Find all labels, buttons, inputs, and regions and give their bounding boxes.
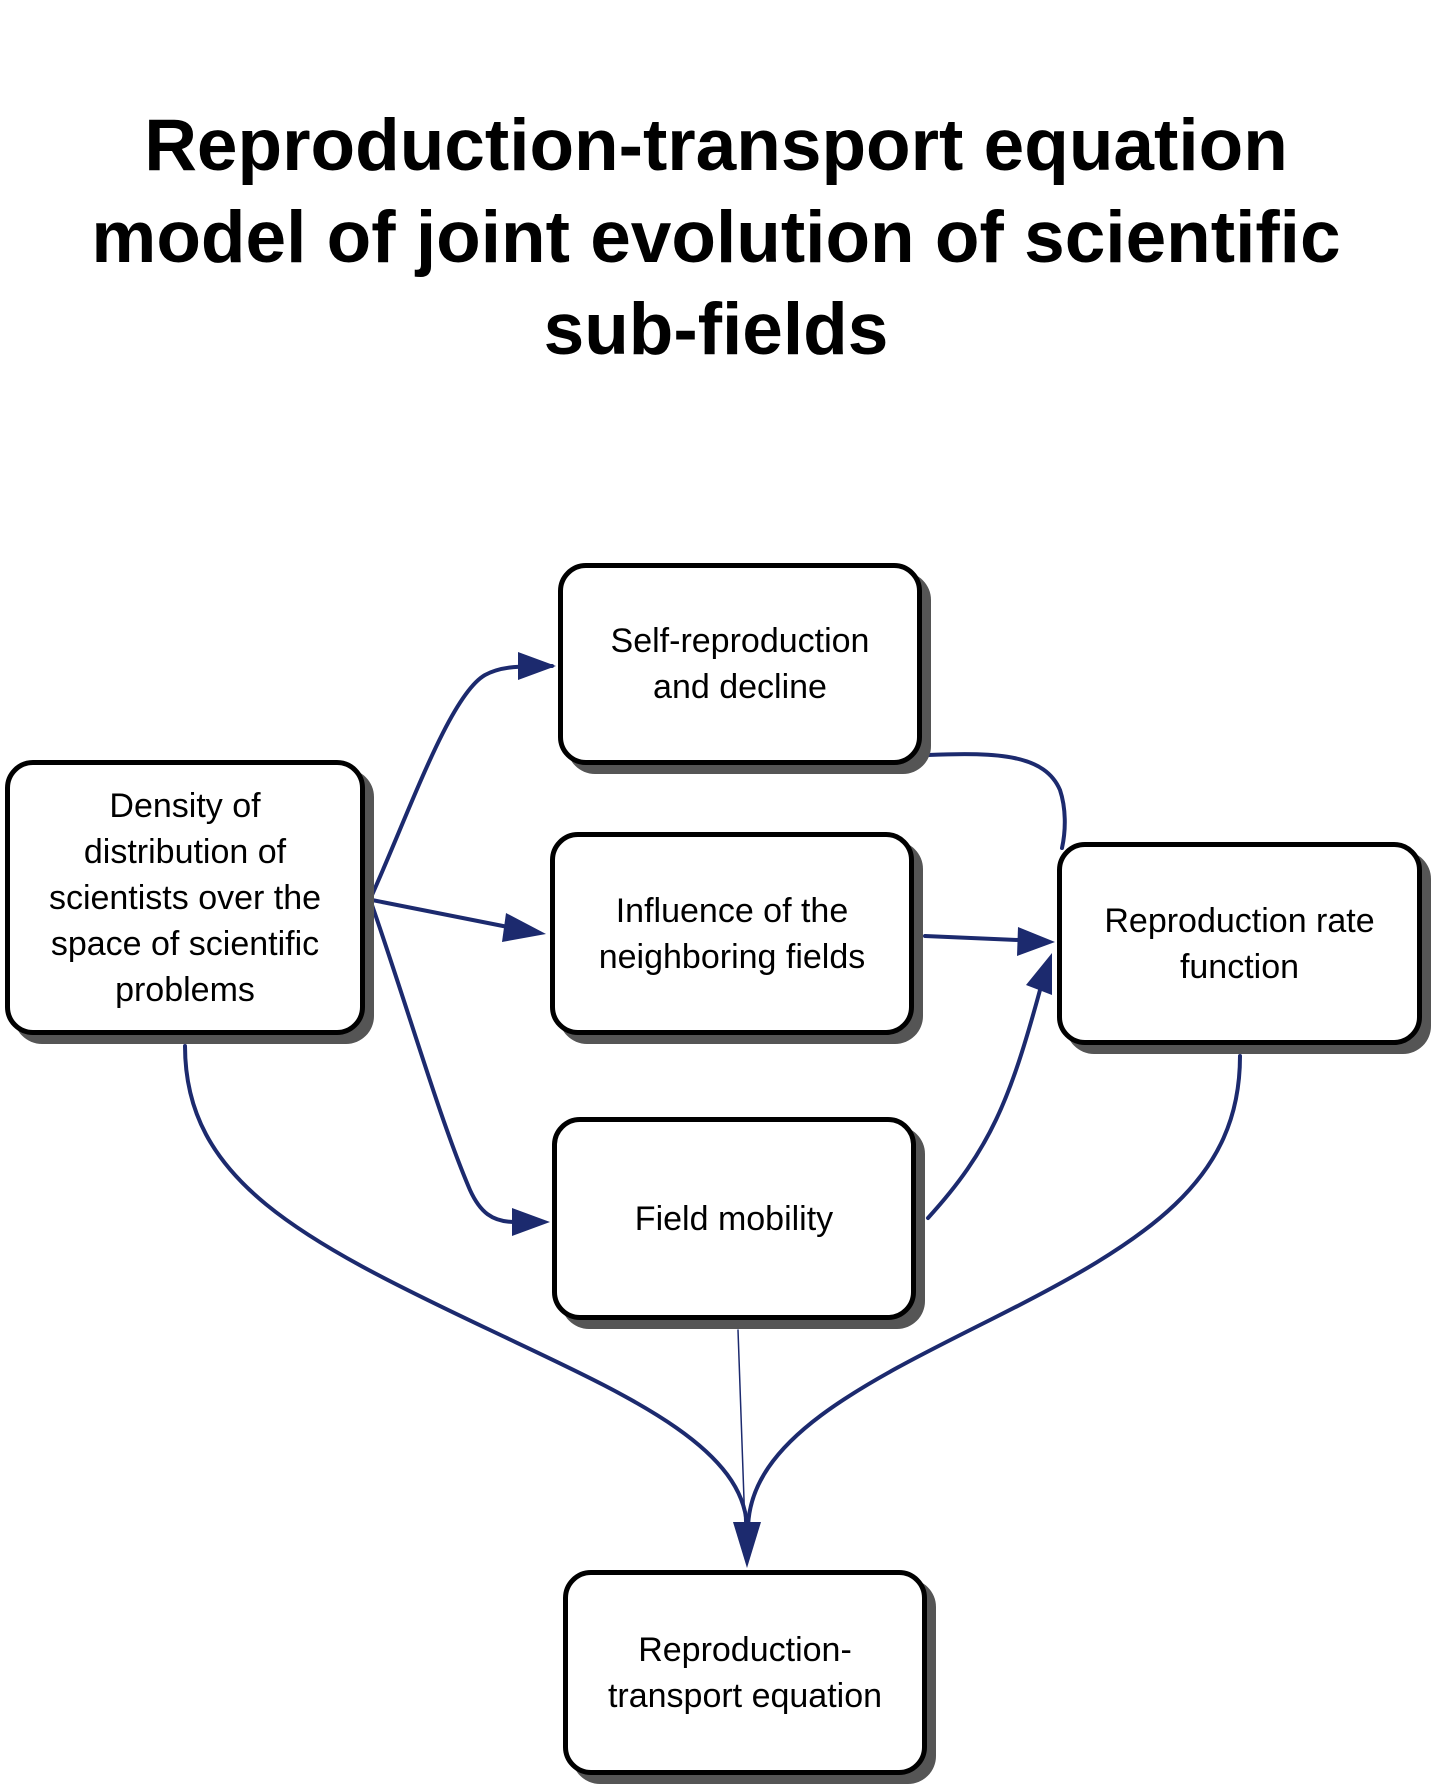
edge-density-to-influence-arrowhead <box>502 913 546 942</box>
diagram-title: Reproduction-transport equation model of… <box>40 100 1392 376</box>
node-rate-function-line-1: Reproduction rate <box>1104 901 1375 940</box>
edge-mobility-to-equation <box>737 1329 746 1529</box>
node-density-line-2: distribution of <box>83 832 287 871</box>
edge-self-reproduction-to-rate-function <box>926 752 1067 850</box>
diagram-title-line-1: Reproduction-transport equation <box>144 105 1288 186</box>
node-influence-line-1: Influence of the <box>615 891 849 930</box>
edge-influence-to-rate-function <box>923 934 1020 942</box>
edge-mobility-to-rate-function <box>926 988 1042 1220</box>
edge-density-to-mobility <box>370 903 517 1224</box>
edge-density-to-equation <box>183 1044 749 1530</box>
node-rate-function-line-2: function <box>1179 947 1300 986</box>
edge-rate-function-to-equation <box>746 1054 1242 1530</box>
node-mobility-line-1: Field mobility <box>634 1199 834 1238</box>
edge-influence-to-rate-function-arrowhead <box>1017 927 1055 956</box>
edge-density-to-influence <box>370 898 510 929</box>
node-self-reproduction[interactable]: Self-reproduction and decline <box>558 563 922 765</box>
edge-mobility-to-rate-function-arrowhead <box>1026 953 1052 995</box>
node-self-reproduction-line-2: and decline <box>653 668 827 706</box>
edge-density-to-mobility-arrowhead <box>512 1208 550 1236</box>
edge-density-to-self-reproduction <box>370 664 554 897</box>
edge-density-to-self-reproduction-arrowhead <box>518 652 556 680</box>
node-rate-function[interactable]: Reproduction rate function <box>1057 842 1422 1045</box>
node-density-line-5: problems <box>115 970 255 1009</box>
node-equation-line-2: transport equation <box>607 1676 883 1715</box>
diagram-title-line-3: sub-fields <box>543 289 889 370</box>
node-influence-line-2: neighboring fields <box>598 937 866 976</box>
node-density-line-3: scientists over the <box>48 878 322 917</box>
node-density-line-1: Density of <box>109 786 261 825</box>
node-influence[interactable]: Influence of the neighboring fields <box>550 832 914 1035</box>
node-density[interactable]: Density of distribution of scientists ov… <box>5 760 365 1035</box>
node-equation-line-1: Reproduction- <box>638 1630 852 1669</box>
node-self-reproduction-line-1: Self-reproduction <box>610 622 870 660</box>
node-density-line-4: space of scientific <box>50 924 320 963</box>
node-equation[interactable]: Reproduction- transport equation <box>563 1570 927 1775</box>
node-mobility[interactable]: Field mobility <box>552 1117 916 1320</box>
edge-merge-to-equation-arrowhead <box>733 1522 761 1568</box>
diagram-title-line-2: model of joint evolution of scientific <box>91 197 1341 278</box>
